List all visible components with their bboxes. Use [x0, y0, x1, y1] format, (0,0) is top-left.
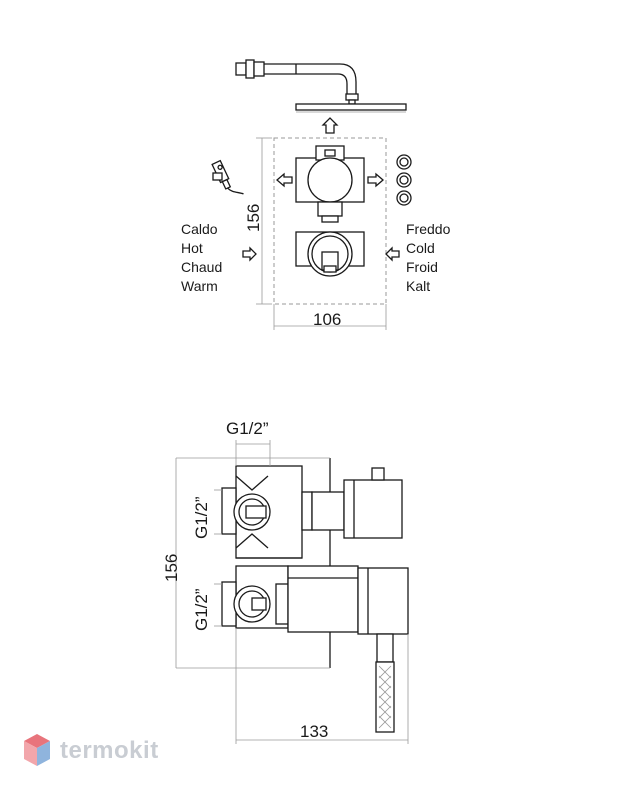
arrow-inlet-right-icon: [385, 246, 400, 262]
top-thread-label: G1/2”: [226, 419, 269, 438]
height-dimension-line: [256, 137, 272, 305]
arrow-right-icon: [367, 172, 384, 188]
cold-label-it: Freddo: [406, 221, 451, 237]
arrow-up-icon: [321, 117, 339, 134]
upper-valve-body: [221, 465, 313, 559]
top-height-value: 156: [244, 204, 263, 232]
top-thread-dimension-line: [235, 440, 271, 466]
shower-head: [295, 103, 407, 113]
hot-label-fr: Chaud: [181, 259, 222, 275]
cold-label-en: Cold: [406, 240, 435, 256]
shower-arm: [235, 59, 359, 105]
lower-thread-leader: [214, 583, 222, 627]
cold-label-fr: Froid: [406, 259, 438, 275]
brand-name: termokit: [60, 737, 159, 764]
arrow-left-icon: [276, 172, 293, 188]
top-width-value: 106: [313, 310, 341, 329]
lower-stem: [287, 565, 359, 633]
depth-dimension-line: [235, 628, 409, 744]
lower-valve-body: [221, 565, 289, 629]
hot-label-en: Hot: [181, 240, 203, 256]
installation-box-outline: [273, 137, 387, 305]
side-height-dimension-line: [175, 457, 330, 669]
width-dimension-line: [273, 304, 387, 330]
lower-thread-label: G1/2”: [192, 588, 211, 631]
brand-logo-icon: [24, 734, 50, 766]
hand-shower-icon: [211, 159, 244, 195]
mixer-lever: [375, 633, 395, 733]
side-height-value: 156: [162, 554, 181, 582]
brand-watermark: termokit: [22, 732, 159, 770]
hose-connector-icon: [212, 172, 223, 181]
diverter-knob: [343, 467, 403, 539]
mixer-valve: [295, 231, 365, 277]
body-jets-icon: [396, 154, 412, 206]
hot-label-de: Warm: [181, 278, 218, 294]
upper-stem: [311, 491, 345, 531]
cold-label-de: Kalt: [406, 278, 430, 294]
side-depth-value: 133: [300, 722, 328, 741]
mixer-handle-base: [357, 567, 409, 635]
arrow-inlet-left-icon: [242, 246, 257, 262]
diverter-valve: [295, 145, 365, 223]
hot-label-it: Caldo: [181, 221, 218, 237]
upper-thread-leader: [214, 489, 222, 535]
upper-thread-label: G1/2”: [192, 496, 211, 539]
